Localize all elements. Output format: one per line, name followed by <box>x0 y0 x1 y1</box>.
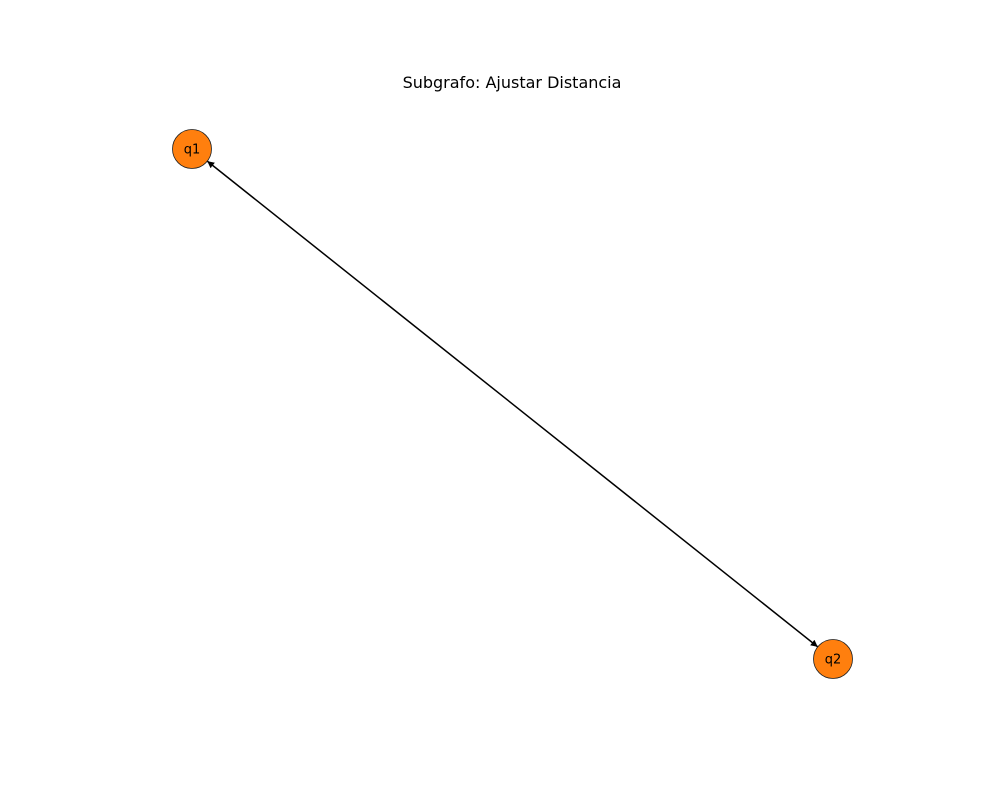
diagram-title: Subgrafo: Ajustar Distancia <box>403 73 622 92</box>
node-layer: q1 q2 <box>172 129 853 679</box>
node-q2-circle <box>813 639 853 679</box>
node-q1-label: q1 <box>184 143 201 158</box>
edge-q1-q2 <box>206 160 819 648</box>
node-q2-label: q2 <box>825 653 842 668</box>
node-q1-circle <box>172 129 212 169</box>
node-q1[interactable]: q1 <box>172 129 212 169</box>
node-q2[interactable]: q2 <box>813 639 853 679</box>
edge-layer <box>206 160 819 648</box>
